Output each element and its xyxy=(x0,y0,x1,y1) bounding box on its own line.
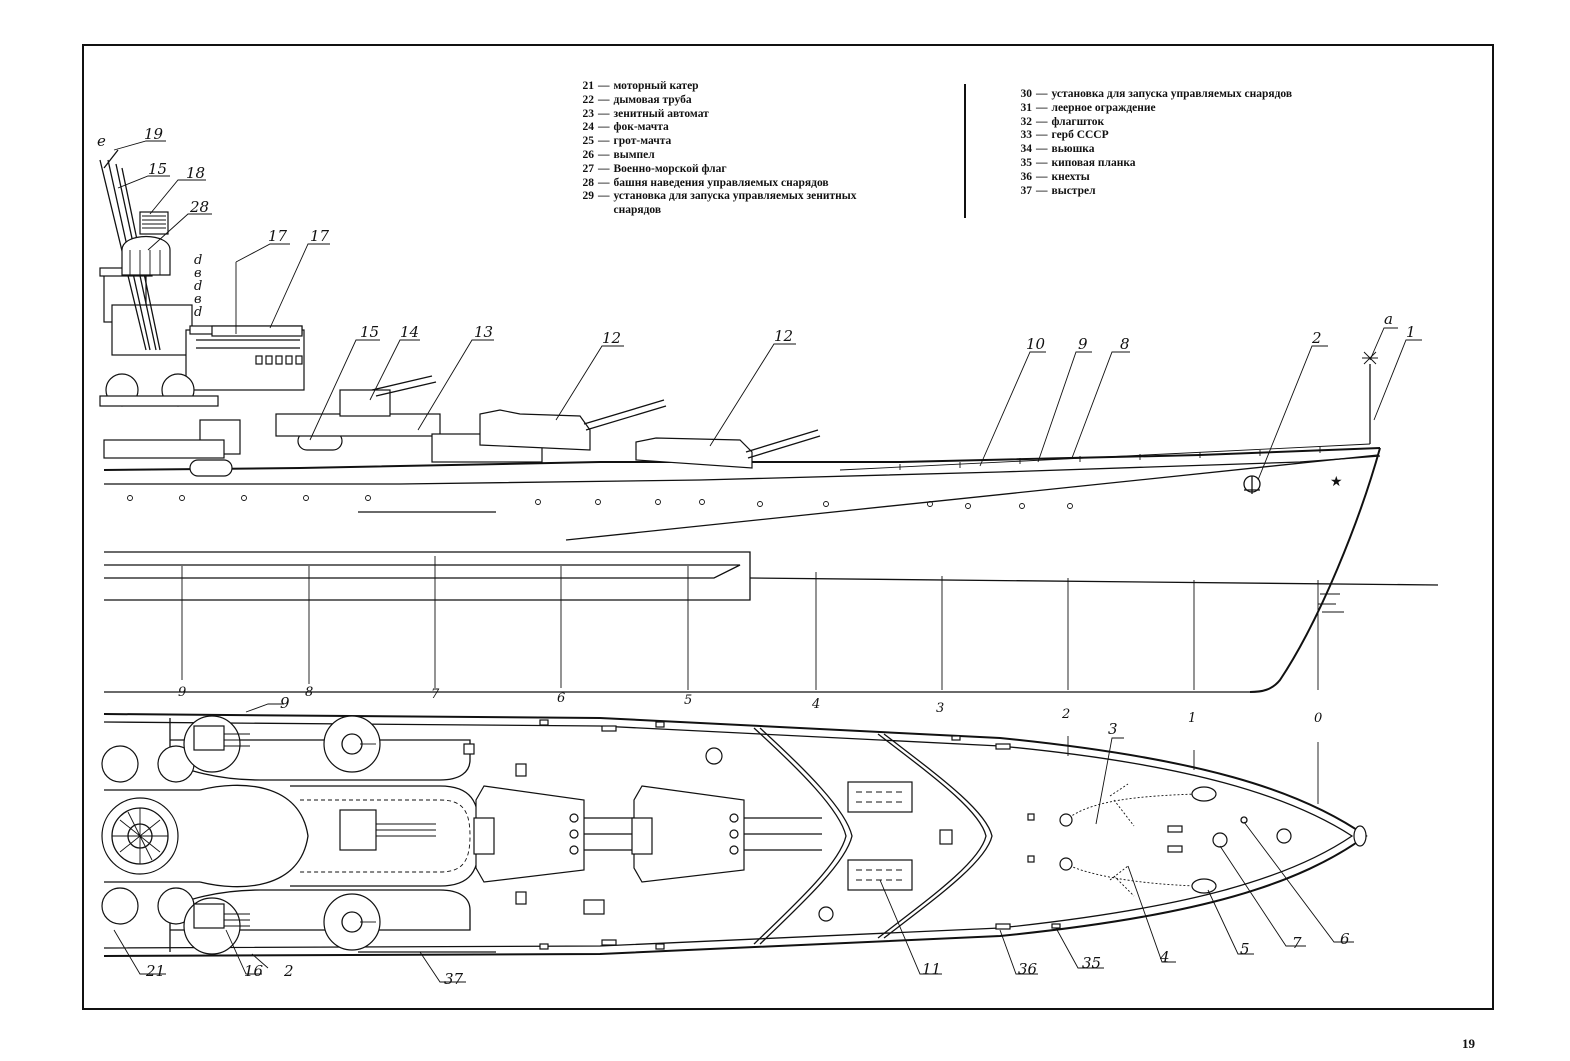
legend-item: 30—установка для запуска управляемых сна… xyxy=(1020,88,1293,100)
plan-callout-5: 5 xyxy=(1240,940,1250,958)
callout-13: 13 xyxy=(474,323,493,341)
callout-d3: d xyxy=(194,305,202,320)
plan-callout-7: 7 xyxy=(1292,934,1302,952)
callout-v: в xyxy=(194,266,202,281)
svg-text:★: ★ xyxy=(1330,474,1343,490)
keel-inner xyxy=(104,564,741,579)
portholes xyxy=(127,495,1073,509)
station-numbers: 9 8 7 6 5 4 3 2 1 0 xyxy=(178,685,1322,726)
callout-e: e xyxy=(97,132,106,150)
legend-item: 28—башня наведения управляемых снарядов xyxy=(582,176,829,189)
legend-item: 37—выстрел xyxy=(1020,184,1096,197)
station-label: 7 xyxy=(431,687,440,702)
legend-item: 36—кнехты xyxy=(1020,170,1090,183)
drawing-frame xyxy=(82,44,1494,1010)
station-label: 6 xyxy=(557,691,565,706)
legend-item: 21—моторный катер xyxy=(582,80,699,92)
hull-waterline-diagonal xyxy=(565,454,1379,541)
plan-callouts: 9 3 21 16 2 37 11 36 35 4 5 7 6 xyxy=(145,694,1350,988)
station-label: 8 xyxy=(305,685,313,700)
legend-item: 22—дымовая труба xyxy=(582,93,692,106)
callout-a: a xyxy=(1384,310,1393,328)
station-label: 5 xyxy=(684,693,692,708)
legend-item: 25—грот-мачта xyxy=(582,135,672,148)
plan-leaders xyxy=(113,703,1354,983)
station-label: 0 xyxy=(1314,711,1322,726)
legend-item: —снарядов xyxy=(613,204,662,217)
legend-item: 27—Военно-морской флаг xyxy=(582,162,727,175)
deck-plan xyxy=(101,713,1368,957)
plan-callout-3: 3 xyxy=(1108,720,1118,738)
legend-right: 30—установка для запуска управляемых сна… xyxy=(998,88,1358,198)
legend-item: 31—леерное ограждение xyxy=(1020,101,1156,114)
station-label: 9 xyxy=(178,685,186,700)
bow-stem xyxy=(1249,447,1381,693)
legend-item: 29—установка для запуска управляемых зен… xyxy=(582,190,857,203)
callout-v2: в xyxy=(194,292,202,307)
legend-item: 34—вьюшка xyxy=(1020,143,1095,156)
legend-item: 23—зенитный автомат xyxy=(582,107,709,120)
plan-callout-35: 35 xyxy=(1082,954,1101,972)
legend-divider xyxy=(964,84,966,218)
design-waterline xyxy=(749,577,1439,586)
plan-callout-37: 37 xyxy=(444,970,464,988)
side-profile: ★ xyxy=(99,149,1439,693)
callout-9: 9 xyxy=(1078,335,1088,353)
legend-item: 32—флагшток xyxy=(1020,115,1105,128)
plan-callout-4: 4 xyxy=(1159,948,1170,966)
window-row xyxy=(255,355,303,365)
edge-fittings xyxy=(515,719,1061,950)
plan-callout-36: 36 xyxy=(1018,960,1038,978)
callout-19: 19 xyxy=(144,125,164,143)
legend-item: 24—фок-мачта xyxy=(582,121,669,134)
callout-12: 12 xyxy=(602,329,621,347)
plan-callout-21: 21 xyxy=(145,962,165,980)
callout-8: 8 xyxy=(1120,335,1130,353)
legend-item: 35—киповая планка xyxy=(1020,156,1136,169)
callout-10: 10 xyxy=(1026,335,1046,353)
plan-callout-2: 2 xyxy=(283,962,294,980)
callout-12b: 12 xyxy=(774,327,793,345)
legend-item: 33—герб СССР xyxy=(1020,129,1109,142)
plan-callout-11: 11 xyxy=(922,960,941,978)
callout-17: 17 xyxy=(268,227,288,245)
legend-item: 26—вымпел xyxy=(582,148,655,161)
hull-band xyxy=(104,455,1381,485)
plan-callout-6: 6 xyxy=(1340,930,1350,948)
callout-17b: 17 xyxy=(310,227,330,245)
station-label: 1 xyxy=(1188,711,1196,726)
legend-left: 21—моторный катер 22—дымовая труба 23—зе… xyxy=(560,80,920,218)
callout-15b: 15 xyxy=(360,323,379,341)
keel-lines xyxy=(104,551,751,601)
callout-2: 2 xyxy=(1311,329,1322,347)
station-label: 2 xyxy=(1061,707,1070,722)
callout-28: 28 xyxy=(189,198,209,216)
callout-15: 15 xyxy=(148,160,167,178)
turret-aft xyxy=(475,785,585,883)
station-label: 4 xyxy=(811,697,820,712)
callout-1: 1 xyxy=(1406,323,1416,341)
station-label: 3 xyxy=(936,701,944,716)
callout-14: 14 xyxy=(400,323,419,341)
callout-18: 18 xyxy=(186,164,205,182)
plan-callout-16: 16 xyxy=(244,962,264,980)
profile-callouts: e 19 15 18 28 17 17 15 14 13 12 12 10 9 … xyxy=(97,125,1416,353)
profile-leaders xyxy=(113,140,1422,481)
callout-d: d xyxy=(194,253,202,268)
callout-d2: d xyxy=(194,279,202,294)
plan-callout-9: 9 xyxy=(280,694,290,712)
page-number: 19 xyxy=(1462,1036,1475,1051)
turret-fore xyxy=(633,785,745,883)
